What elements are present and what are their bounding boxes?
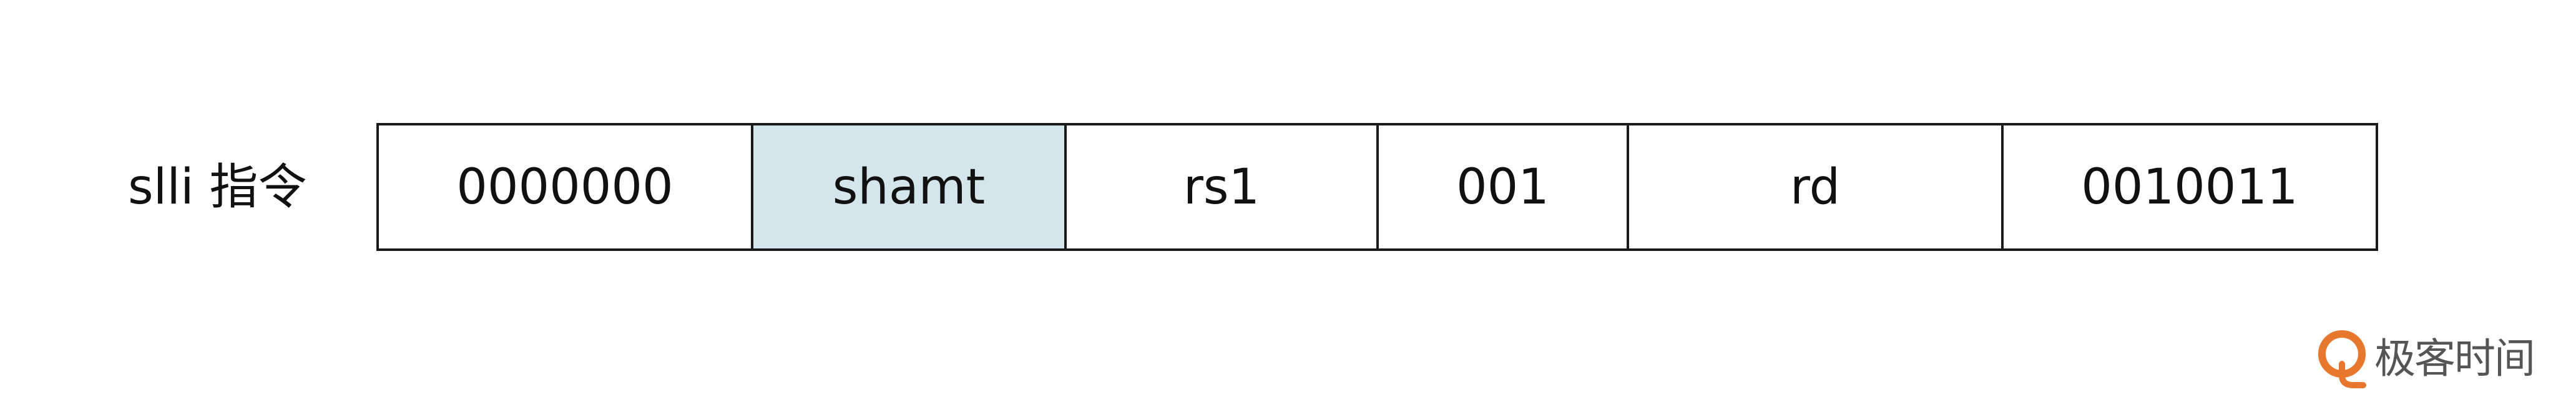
field-opcode: 0010011 (2081, 159, 2298, 215)
brand-logo: 极客时间 (2317, 328, 2535, 390)
field-funct3: 001 (1379, 125, 1629, 248)
instruction-label: slli 指令 (128, 159, 307, 215)
geektime-logo-icon (2318, 330, 2366, 388)
field-rd: rd (1629, 125, 2004, 248)
field-shamt: shamt (753, 125, 1067, 248)
instruction-format-row: 0000000 shamt rs1 001 rd 0010011 (376, 123, 2378, 251)
field-funct7: 0000000 (379, 125, 753, 248)
field-rs1: rs1 (1067, 125, 1379, 248)
logo-text: 极客时间 (2374, 335, 2535, 383)
